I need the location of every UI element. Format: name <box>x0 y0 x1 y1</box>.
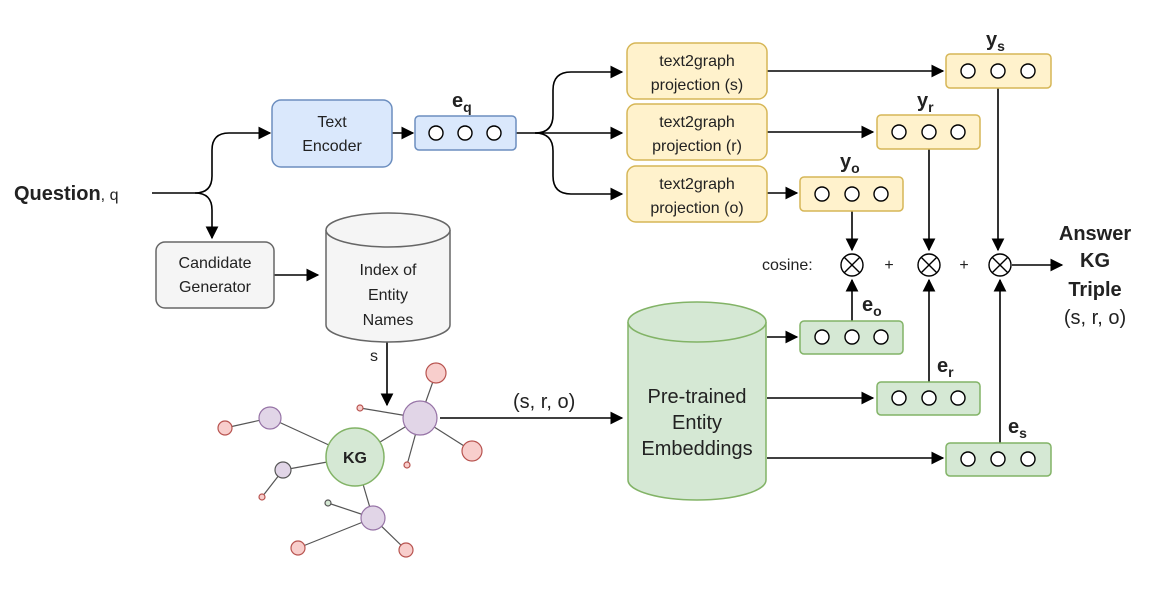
vector-yo-label: yo <box>840 151 860 176</box>
projection-r-line2: projection (r) <box>652 138 742 155</box>
index-line3: Names <box>363 312 414 329</box>
projection-o-line1: text2graph <box>659 176 735 193</box>
embeddings-line1: Pre-trained <box>648 386 747 408</box>
vector-eq-label: eq <box>452 90 472 115</box>
kg-label: KG <box>343 450 367 467</box>
vector-es <box>945 442 1052 477</box>
projection-r-line1: text2graph <box>659 114 735 131</box>
s-label: s <box>370 348 378 365</box>
product-nodes <box>840 253 1012 277</box>
projection-r-box: text2graph projection (r) <box>626 103 768 161</box>
vector-eo-label: eo <box>862 294 882 319</box>
index-line2: Entity <box>368 287 408 304</box>
vector-eo <box>799 320 904 355</box>
edge-question-to-candidate-generator <box>194 192 219 240</box>
edge-question-to-split <box>152 126 272 194</box>
answer-line1: Answer <box>1059 223 1131 245</box>
embeddings-line3: Embeddings <box>641 438 752 460</box>
plus-sign-2: + <box>959 257 968 274</box>
kg-nodes <box>217 362 483 558</box>
index-line1: Index of <box>360 262 417 279</box>
vector-er-label: er <box>937 355 954 380</box>
text-encoder-box: Text Encoder <box>271 99 393 168</box>
vector-es-label: es <box>1008 416 1027 441</box>
cosine-label: cosine: <box>762 257 813 274</box>
text-encoder-line1: Text <box>317 114 347 131</box>
projection-s-box: text2graph projection (s) <box>626 42 768 100</box>
vector-ys-label: ys <box>986 29 1005 54</box>
answer-line3: Triple <box>1068 279 1121 301</box>
question-label: Question, q <box>14 183 118 205</box>
vector-yo <box>799 176 904 212</box>
product-node-o <box>840 253 864 277</box>
triple-label: (s, r, o) <box>513 391 575 413</box>
projection-s-line1: text2graph <box>659 53 735 70</box>
vector-yr <box>876 114 981 150</box>
product-node-s <box>988 253 1012 277</box>
embeddings-cylinder: Pre-trained Entity Embeddings <box>627 301 767 501</box>
candidate-generator-line2: Generator <box>179 279 252 296</box>
answer-line4: (s, r, o) <box>1064 307 1126 329</box>
vector-eq <box>414 115 517 151</box>
edge-eq-to-projection-o <box>534 132 624 201</box>
projection-s-line2: projection (s) <box>651 77 743 94</box>
edge-eq-to-projection-s <box>516 65 624 134</box>
answer-line2: KG <box>1080 250 1110 272</box>
index-cylinder: Index of Entity Names <box>325 212 451 343</box>
candidate-generator-box: Candidate Generator <box>155 241 275 309</box>
text-encoder-line2: Encoder <box>302 138 362 155</box>
vector-er <box>876 381 981 416</box>
candidate-generator-line1: Candidate <box>179 255 252 272</box>
plus-sign-1: + <box>884 257 893 274</box>
vector-ys <box>945 53 1052 89</box>
projection-o-box: text2graph projection (o) <box>626 165 768 223</box>
vector-yr-label: yr <box>917 90 934 115</box>
product-node-r <box>917 253 941 277</box>
projection-o-line2: projection (o) <box>650 200 743 217</box>
embeddings-line2: Entity <box>672 412 722 434</box>
